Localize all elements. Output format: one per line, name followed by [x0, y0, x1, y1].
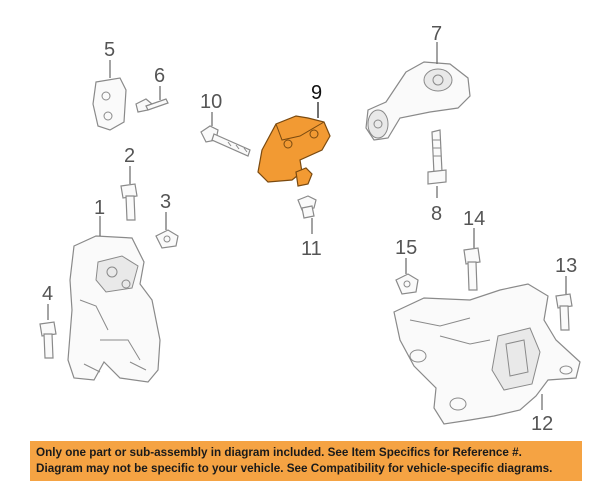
- callout-14: 14: [463, 208, 485, 230]
- part-9-mount-bracket: [257, 115, 331, 187]
- callout-6: 6: [154, 65, 165, 87]
- part-5-bracket: [92, 77, 127, 131]
- callout-12: 12: [531, 413, 553, 435]
- part-8-bolt: [427, 129, 447, 185]
- callout-5: 5: [104, 39, 115, 61]
- part-4-bolt: [39, 321, 57, 359]
- callout-10: 10: [200, 91, 222, 113]
- callout-7: 7: [431, 23, 442, 45]
- callout-13: 13: [555, 255, 577, 277]
- part-13-bolt: [555, 293, 573, 331]
- part-3-nut: [155, 229, 179, 249]
- part-10-bolt: [200, 125, 251, 157]
- callout-1: 1: [94, 197, 105, 219]
- leader-lines: [47, 42, 567, 410]
- callout-11: 11: [301, 238, 322, 260]
- part-6-bolt: [135, 98, 169, 113]
- callout-9: 9: [311, 82, 322, 104]
- callout-4: 4: [42, 283, 53, 305]
- callout-3: 3: [160, 191, 171, 213]
- disclaimer-line-2: Diagram may not be specific to your vehi…: [36, 462, 553, 475]
- part-15-nut: [395, 273, 419, 295]
- part-7-torque-rod: [365, 61, 471, 141]
- callout-15: 15: [395, 237, 417, 259]
- part-14-bolt: [463, 247, 481, 291]
- callouts: 5 6 10 9 7 8 2 3 1 4 11 15 14 13 12: [42, 23, 577, 435]
- disclaimer-line-1: Only one part or sub-assembly in diagram…: [36, 446, 522, 459]
- disclaimer-banner: Only one part or sub-assembly in diagram…: [30, 441, 582, 481]
- part-12-mount: [393, 283, 581, 425]
- part-2-bolt: [120, 183, 138, 221]
- callout-2: 2: [124, 145, 135, 167]
- parts-diagram: 5 6 10 9 7 8 2 3 1 4 11 15 14 13 12: [39, 23, 581, 435]
- part-11-bolt: [297, 195, 317, 219]
- callout-8: 8: [431, 203, 442, 225]
- part-1-mount: [67, 235, 161, 383]
